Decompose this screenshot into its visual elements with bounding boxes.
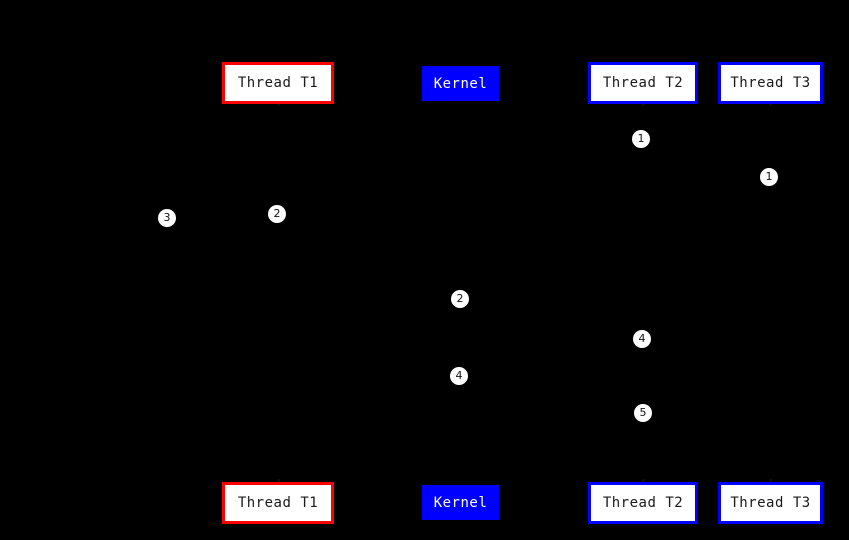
step-badge: 1	[760, 168, 778, 186]
lifeline-stub-t3-bottom	[769, 479, 772, 482]
participant-label: Thread T3	[730, 495, 811, 511]
participant-thread-t1-bottom[interactable]: Thread T1	[222, 482, 334, 524]
participant-kernel-top[interactable]: Kernel	[422, 66, 499, 101]
lifeline-stub-t3-top	[769, 103, 772, 106]
participant-thread-t2-top[interactable]: Thread T2	[588, 62, 698, 104]
step-badge: 4	[633, 330, 651, 348]
participant-label: Thread T1	[237, 75, 319, 91]
participant-label: Kernel	[433, 75, 488, 92]
step-badge: 3	[158, 209, 176, 227]
lifeline-thread-t2	[643, 104, 644, 482]
participant-thread-t3-bottom[interactable]: Thread T3	[718, 482, 823, 524]
participant-label: Thread T2	[602, 75, 684, 91]
participant-label: Thread T2	[602, 495, 684, 511]
participant-thread-t2-bottom[interactable]: Thread T2	[588, 482, 698, 524]
participant-label: Kernel	[433, 494, 488, 511]
participant-label: Thread T1	[237, 495, 319, 511]
step-badge: 4	[450, 367, 468, 385]
lifeline-stub-t2-top	[642, 103, 645, 106]
lifeline-stub-t1-top	[277, 103, 280, 106]
lifeline-stub-t2-bottom	[642, 479, 645, 482]
participant-thread-t1-top[interactable]: Thread T1	[222, 62, 334, 104]
participant-kernel-bottom[interactable]: Kernel	[422, 485, 499, 520]
step-badge: 1	[632, 130, 650, 148]
step-badge: 5	[634, 404, 652, 422]
participant-thread-t3-top[interactable]: Thread T3	[718, 62, 823, 104]
lifeline-stub-t1-bottom	[277, 479, 280, 482]
step-badge: 2	[451, 290, 469, 308]
step-badge: 2	[268, 205, 286, 223]
lifeline-thread-t3	[770, 104, 771, 482]
participant-label: Thread T3	[730, 75, 811, 91]
lifeline-thread-t1	[278, 104, 279, 482]
